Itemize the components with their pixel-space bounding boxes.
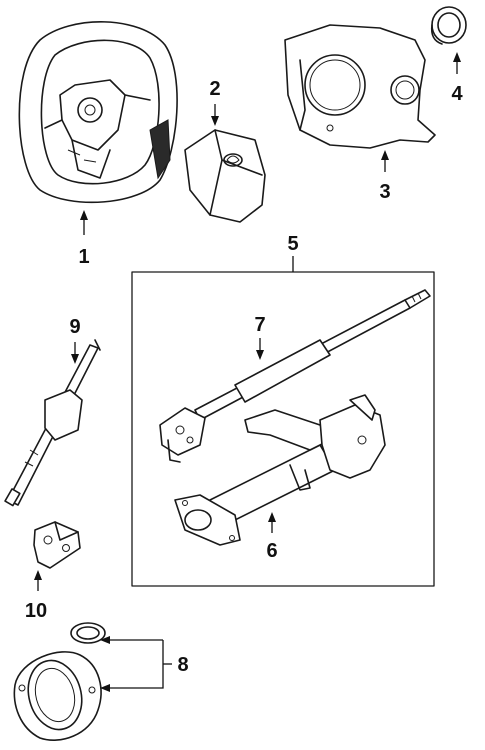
callout-9: 9	[69, 316, 80, 338]
boot-and-clamp	[13, 622, 106, 741]
callout-10: 10	[25, 600, 47, 622]
callout-5: 5	[287, 233, 298, 255]
ring-cap	[430, 6, 467, 45]
steering-column-assembly-box	[131, 271, 435, 587]
intermediate-shaft	[4, 339, 101, 507]
callout-3: 3	[379, 181, 390, 203]
callout-4: 4	[451, 83, 463, 105]
upper-shaft	[159, 289, 431, 463]
leader-lines	[34, 52, 461, 692]
callouts: 1 2 3 4 5 6 7 8 9 10	[25, 78, 464, 676]
callout-6: 6	[266, 540, 277, 562]
callout-1: 1	[78, 246, 89, 268]
callout-7: 7	[254, 314, 265, 336]
steering-column-cover	[284, 24, 436, 149]
universal-joint	[33, 521, 81, 569]
callout-2: 2	[209, 78, 220, 100]
steering-wheel	[18, 21, 178, 204]
airbag-module	[184, 129, 266, 223]
callout-8: 8	[177, 654, 188, 676]
column-tube	[174, 394, 386, 546]
